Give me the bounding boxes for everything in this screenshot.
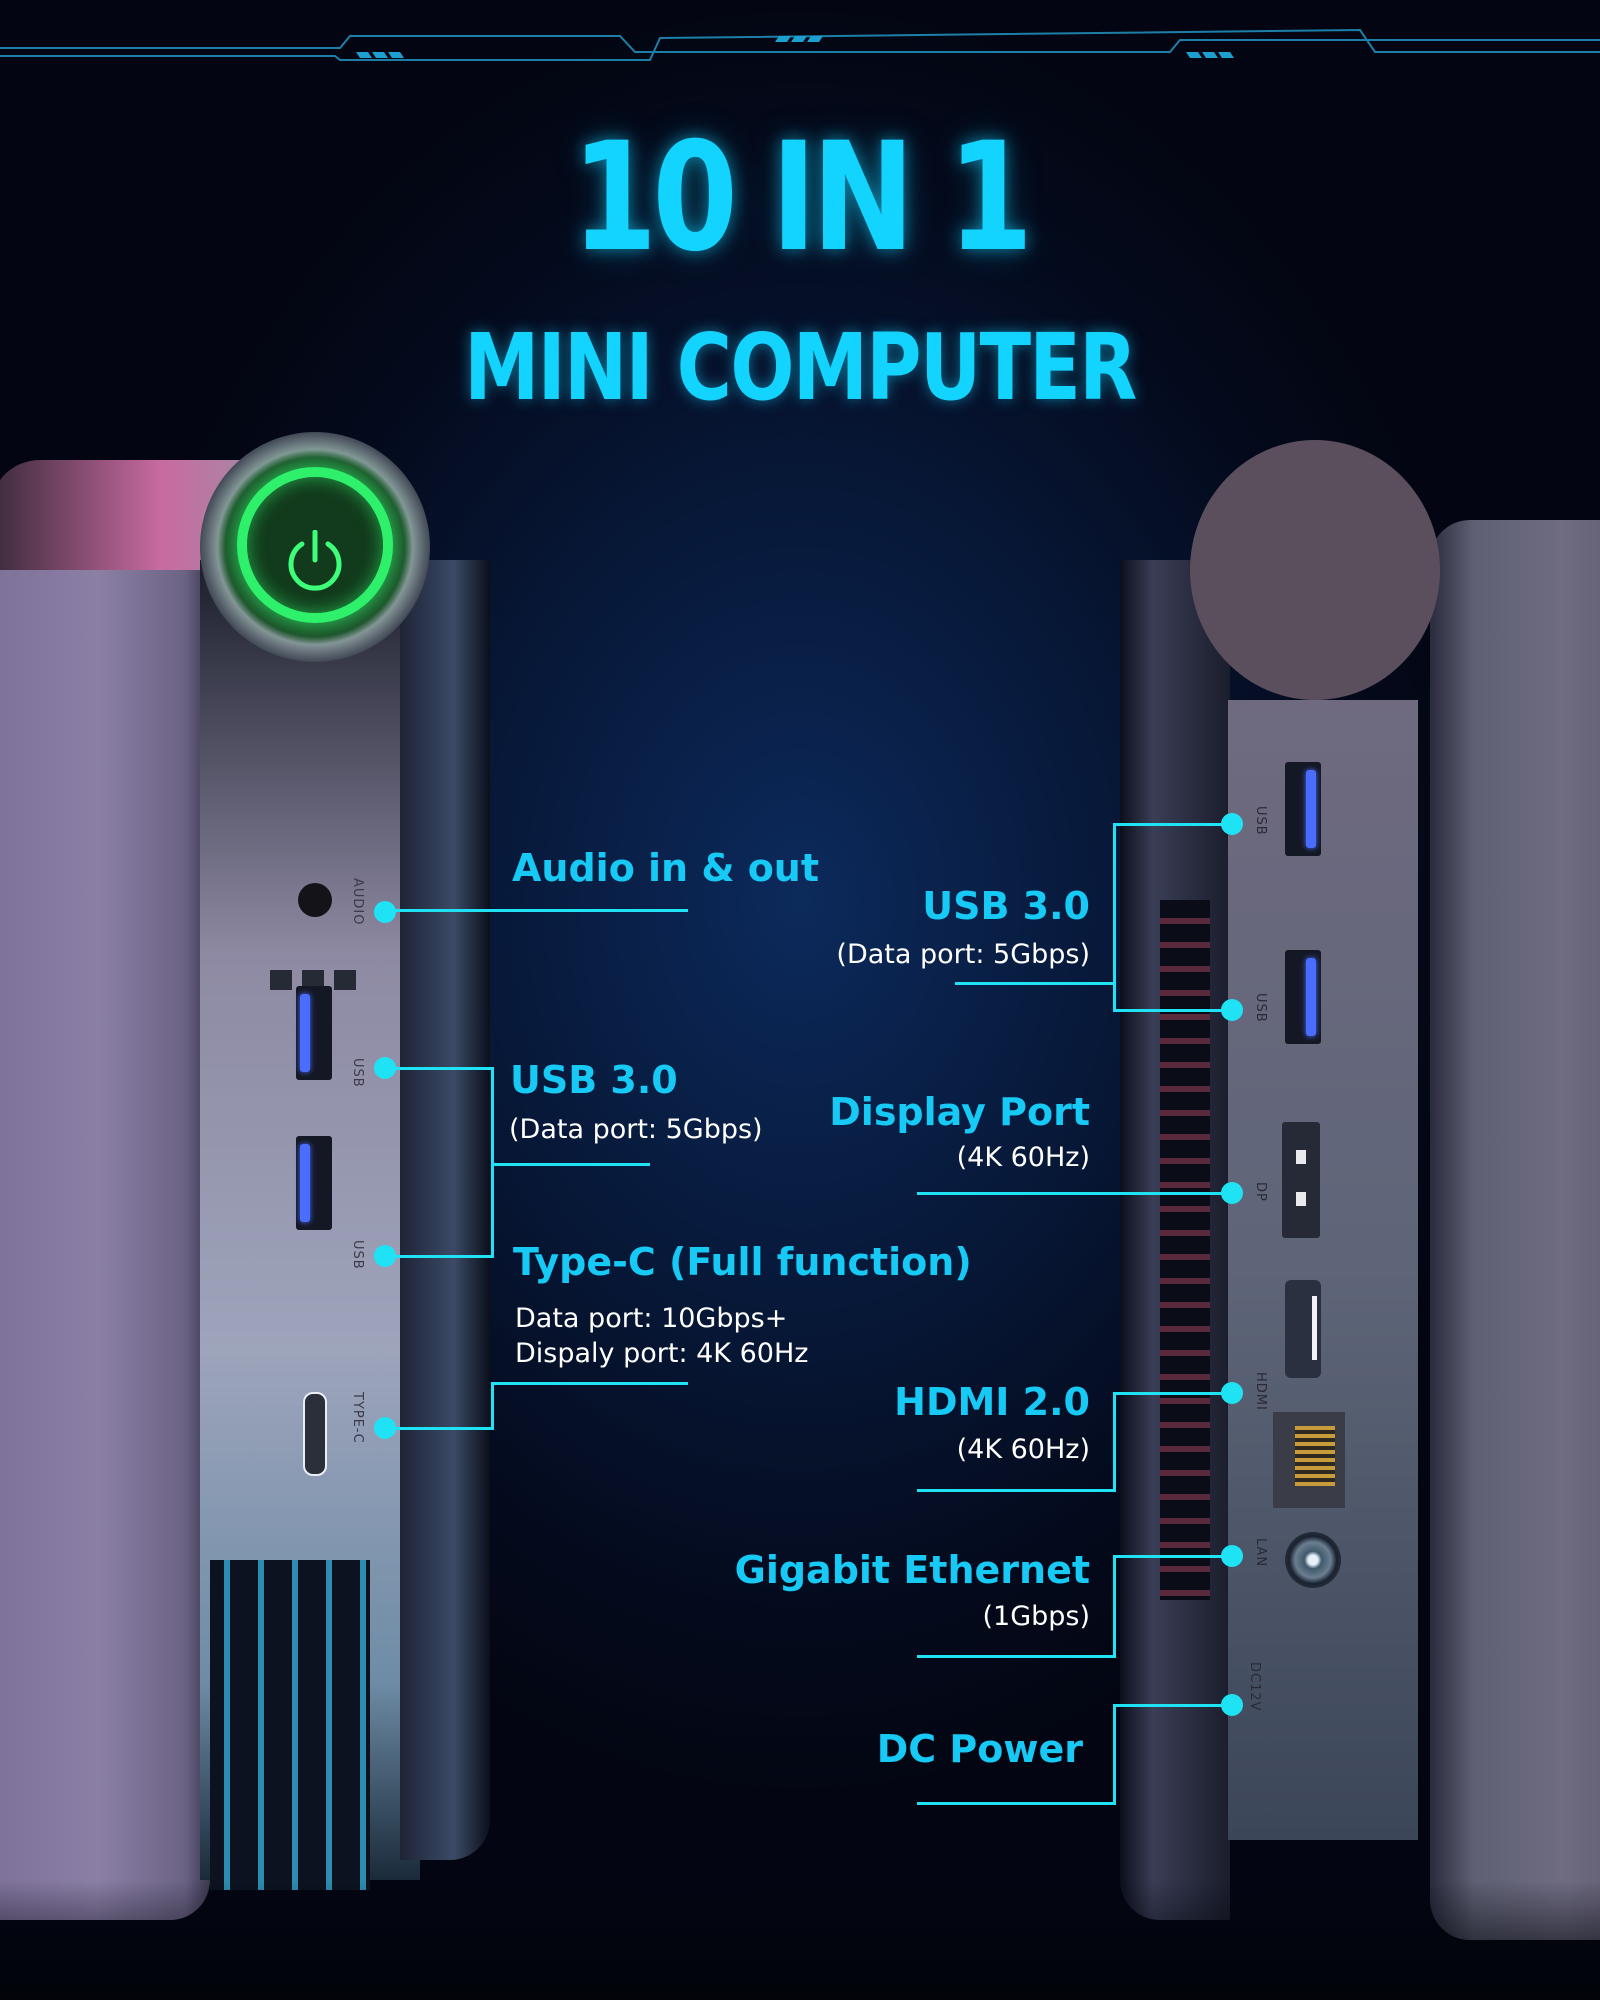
callout-line [917,1489,1116,1492]
dc-power-jack [1285,1532,1341,1588]
callout-bracket [491,1382,494,1430]
callout-bracket [1113,1704,1116,1805]
type-c-port [303,1392,327,1476]
headline-subtitle: MINI COMPUTER [464,314,1137,421]
left-case-edge [400,560,490,1860]
callout-detail: (4K 60Hz) [956,1142,1090,1173]
callout-line [917,1655,1116,1658]
right-case-side [1430,520,1600,1940]
callout-title: USB 3.0 [922,884,1090,928]
callout-detail: (Data port: 5Gbps) [509,1114,763,1145]
callout-dot [1221,1382,1243,1404]
callout-dot [1221,1182,1243,1204]
callout-title: Gigabit Ethernet [734,1548,1090,1592]
left-cooling-fins [210,1560,370,1890]
port-marking-usb: USB [1253,993,1268,1023]
audio-jack [298,883,332,917]
callout-line [917,1802,1116,1805]
usb-port-1 [296,986,332,1080]
vent-slot [334,970,356,990]
callout-title: Type-C (Full function) [513,1240,972,1284]
port-marking-dc12v: DC12V [1247,1662,1262,1712]
callout-line [1113,1392,1232,1395]
port-marking-lan: LAN [1253,1538,1268,1568]
port-marking-type-c: TYPE-C [350,1392,365,1444]
power-icon [288,530,342,591]
circuit-line-decoration [0,28,1600,61]
callout-bracket [1113,1555,1116,1658]
callout-title: DC Power [876,1727,1083,1771]
callout-title: USB 3.0 [510,1058,678,1102]
usb-port-4 [1285,950,1321,1044]
callout-bracket [1113,823,1116,1012]
callout-detail: (4K 60Hz) [956,1434,1090,1465]
right-port-panel [1228,700,1418,1840]
port-marking-usb: USB [350,1058,365,1088]
callout-line [917,1192,1232,1195]
callout-bracket [491,1067,494,1258]
callout-title: HDMI 2.0 [894,1380,1090,1424]
callout-detail: (Data port: 5Gbps) [836,939,1090,970]
port-marking-usb: USB [350,1240,365,1270]
callout-line [385,1067,493,1070]
callout-line [491,1163,650,1166]
callout-detail: Data port: 10Gbps+ [515,1303,788,1334]
vent-slot [270,970,292,990]
callout-bracket [1113,1392,1116,1492]
callout-line [1113,1009,1232,1012]
callout-detail: Dispaly port: 4K 60Hz [515,1338,809,1369]
callout-dot [374,901,396,923]
callout-title: Audio in & out [512,846,820,890]
callout-detail: (1Gbps) [982,1601,1090,1632]
left-case-side [0,520,210,1920]
usb-port-2 [296,1136,332,1230]
callout-line [1113,1704,1232,1707]
callout-line [955,982,1115,985]
callout-dot [1221,1545,1243,1567]
callout-dot [1221,999,1243,1021]
callout-dot [1221,813,1243,835]
hdmi-port [1285,1280,1321,1378]
right-top-disc [1190,440,1440,700]
port-marking-usb: USB [1253,806,1268,836]
usb-port-3 [1285,762,1321,856]
vent-slot [302,970,324,990]
callout-line [491,1382,688,1385]
callout-dot [1221,1694,1243,1716]
ethernet-port [1273,1412,1345,1508]
port-marking-hdmi: HDMI [1253,1372,1268,1411]
callout-line [1113,1555,1232,1558]
callout-title: Display Port [829,1090,1090,1134]
callout-line [385,909,688,912]
callout-line [385,1427,493,1430]
port-marking-audio: AUDIO [350,878,365,926]
callout-line [385,1255,493,1258]
right-side-vents [1160,900,1210,1600]
reflective-floor [0,1880,1600,2000]
port-marking-dp: DP [1253,1182,1268,1202]
headline-title: 10 IN 1 [571,111,1034,285]
displayport-port [1282,1122,1320,1238]
callout-line [1113,823,1232,826]
